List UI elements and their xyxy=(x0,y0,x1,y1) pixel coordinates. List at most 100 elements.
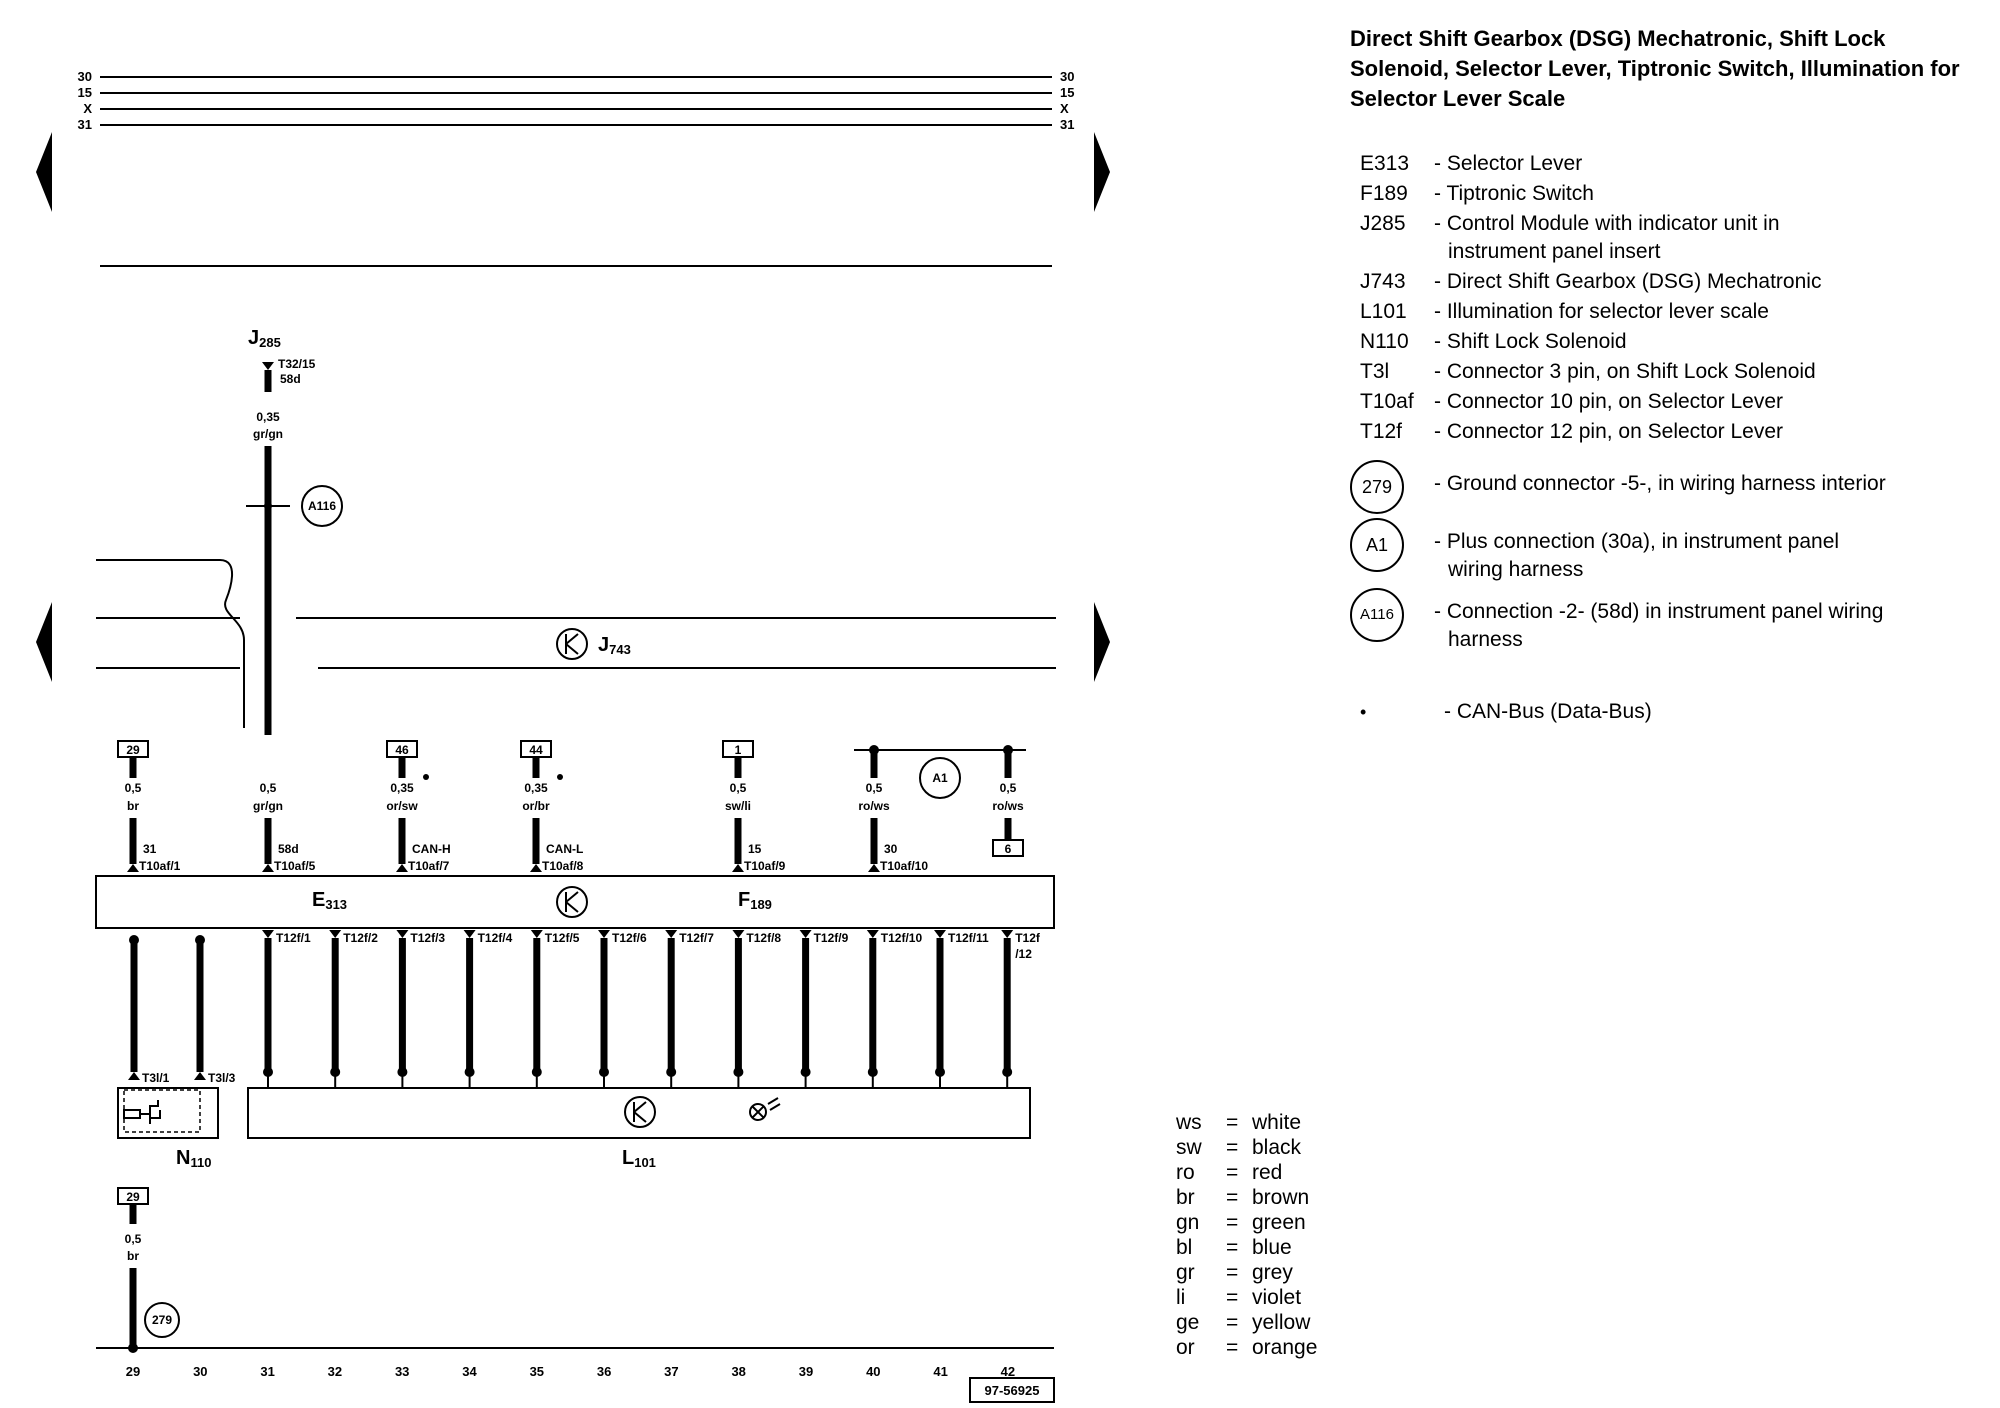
lower-wire-10-pin-arrow xyxy=(866,930,879,938)
legend-item: J743- Direct Shift Gearbox (DSG) Mechatr… xyxy=(1350,268,1990,296)
legend-desc-line-2: instrument panel insert xyxy=(1448,240,1661,263)
lower-wire-3: T12f/3 xyxy=(396,930,445,1088)
j285-pin-arrow xyxy=(262,362,274,370)
bus-labels-right: 30 15 X 31 xyxy=(1060,69,1074,132)
color-name: green xyxy=(1252,1211,1306,1234)
lower-wire-8: T12f/8 xyxy=(732,930,781,1088)
upper-wire-w42-color: ro/ws xyxy=(992,799,1024,813)
lower-wire-11-pin: T12f/11 xyxy=(948,931,989,945)
legend-code: L101 xyxy=(1360,300,1407,323)
n110-wire-1-node xyxy=(129,935,139,945)
connection-circle-icon: A116 xyxy=(1350,588,1404,642)
ground-279-circle xyxy=(144,1302,180,1338)
a1-circle-label: A1 xyxy=(932,771,948,785)
upper-wire-w29-signal: 31 xyxy=(143,842,157,856)
lower-wire-3-pin-arrow xyxy=(396,930,409,938)
upper-wire-w29-ref-number: 29 xyxy=(126,743,140,757)
page-next-arrow-top[interactable] xyxy=(1094,132,1110,212)
color-equals: = xyxy=(1226,1186,1239,1209)
upper-wire-w33-pin-arrow xyxy=(396,864,408,872)
upper-wire-w38-ref-number: 1 xyxy=(735,743,742,757)
upper-wire-w38-gauge: 0,5 xyxy=(730,781,747,795)
column-number: 42 xyxy=(1001,1364,1015,1379)
legend-item: J285- Control Module with indicator unit… xyxy=(1350,210,1990,266)
color-code: ws xyxy=(1176,1111,1202,1134)
color-code: sw xyxy=(1176,1136,1202,1159)
j285-label: J285 xyxy=(248,327,281,350)
color-name: white xyxy=(1252,1111,1302,1134)
column-number: 38 xyxy=(731,1364,745,1379)
color-name: orange xyxy=(1252,1336,1318,1359)
legend-code: F189 xyxy=(1360,182,1408,205)
legend-desc-line: - Shift Lock Solenoid xyxy=(1434,330,1627,353)
n110-pin-1: T3l/1 xyxy=(142,1071,170,1085)
upper-wire-w33-gauge: 0,35 xyxy=(390,781,414,795)
legend-code: T3l xyxy=(1360,360,1390,383)
color-code: or xyxy=(1176,1336,1195,1359)
n110-pin-2: T3l/3 xyxy=(208,1071,236,1085)
lower-wire-4-pin-arrow xyxy=(463,930,476,938)
upper-wire-w38-pin-arrow xyxy=(732,864,744,872)
column-number: 33 xyxy=(395,1364,409,1379)
page-prev-arrow-top[interactable] xyxy=(36,132,52,212)
column-number: 30 xyxy=(193,1364,207,1379)
upper-wire-w33-color: or/sw xyxy=(386,799,418,813)
bus-label-30-right: 30 xyxy=(1060,69,1074,84)
e313-label: E313 xyxy=(312,889,347,912)
legend-panel: Direct Shift Gearbox (DSG) Mechatronic, … xyxy=(1350,24,1990,728)
color-code: li xyxy=(1176,1286,1186,1309)
lower-wire-7-pin: T12f/7 xyxy=(679,931,714,945)
upper-wire-w31-signal: 58d xyxy=(278,842,299,856)
legend-desc: - Tiptronic Switch xyxy=(1434,180,1990,208)
lower-wire-12-pin: T12f xyxy=(1015,931,1041,945)
color-equals: = xyxy=(1226,1286,1239,1309)
color-key-row: or=orange xyxy=(1176,1335,1317,1360)
legend-item: F189 - Tiptronic Switch xyxy=(1350,180,1990,208)
page-next-arrow-mid[interactable] xyxy=(1094,602,1110,682)
j285-pin: T32/15 xyxy=(278,357,316,371)
color-key-row: sw=black xyxy=(1176,1135,1317,1160)
lower-wire-11-pin-arrow xyxy=(934,930,946,938)
upper-wire-w35-pin-arrow xyxy=(530,864,542,872)
lower-wire-2-pin-arrow xyxy=(329,930,342,938)
upper-wires: 290,5br31T10af/10,5gr/gn58dT10af/5460,35… xyxy=(117,740,1024,873)
legend-desc-line: - Connector 10 pin, on Selector Lever xyxy=(1434,390,1784,413)
lower-wire-5: T12f/5 xyxy=(530,930,580,1088)
column-number: 29 xyxy=(126,1364,140,1379)
upper-wire-w40-signal: 30 xyxy=(884,842,898,856)
color-name: blue xyxy=(1252,1236,1292,1259)
n110-pin-1-arrow xyxy=(128,1072,140,1080)
lower-wire-1-pin: T12f/1 xyxy=(276,931,311,945)
color-key-row: gn=green xyxy=(1176,1210,1317,1235)
connection-desc: - Connection -2- (58d) in instrument pan… xyxy=(1434,598,1990,654)
n110-label: N110 xyxy=(176,1147,211,1170)
upper-wire-w31-pin-arrow xyxy=(262,864,274,872)
legend-desc-line: - Connector 12 pin, on Selector Lever xyxy=(1434,420,1784,443)
j285-wire-color: gr/gn xyxy=(253,427,283,441)
upper-wire-w40-color: ro/ws xyxy=(858,799,890,813)
legend-desc-line: - Tiptronic Switch xyxy=(1434,182,1594,205)
bus-lines xyxy=(100,76,1052,267)
j743-transistor-icon xyxy=(556,628,588,660)
j285-wire-gauge: 0,35 xyxy=(256,410,280,424)
legend-desc: - Selector Lever xyxy=(1434,150,1990,178)
a1-circle xyxy=(919,757,961,799)
n110-pin-2-arrow xyxy=(194,1072,206,1080)
bus-label-31: 31 xyxy=(78,117,92,132)
legend-desc: - Connector 3 pin, on Shift Lock Solenoi… xyxy=(1434,358,1990,386)
upper-wire-w42-ref-number: 6 xyxy=(1005,842,1012,856)
color-key-row: li=violet xyxy=(1176,1285,1317,1310)
upper-wire-w42-gauge: 0,5 xyxy=(1000,781,1017,795)
upper-wire-w31-color: gr/gn xyxy=(253,799,283,813)
page-prev-arrow-mid[interactable] xyxy=(36,602,52,682)
color-code: br xyxy=(1176,1186,1195,1209)
e313-transistor-icon xyxy=(556,886,588,918)
left-bundle xyxy=(96,559,246,728)
lower-wire-10-pin: T12f/10 xyxy=(881,931,923,945)
upper-wire-w38-color: sw/li xyxy=(725,799,751,813)
upper-wire-w35-ref-number: 44 xyxy=(529,743,543,757)
lower-wire-2: T12f/2 xyxy=(329,930,378,1088)
